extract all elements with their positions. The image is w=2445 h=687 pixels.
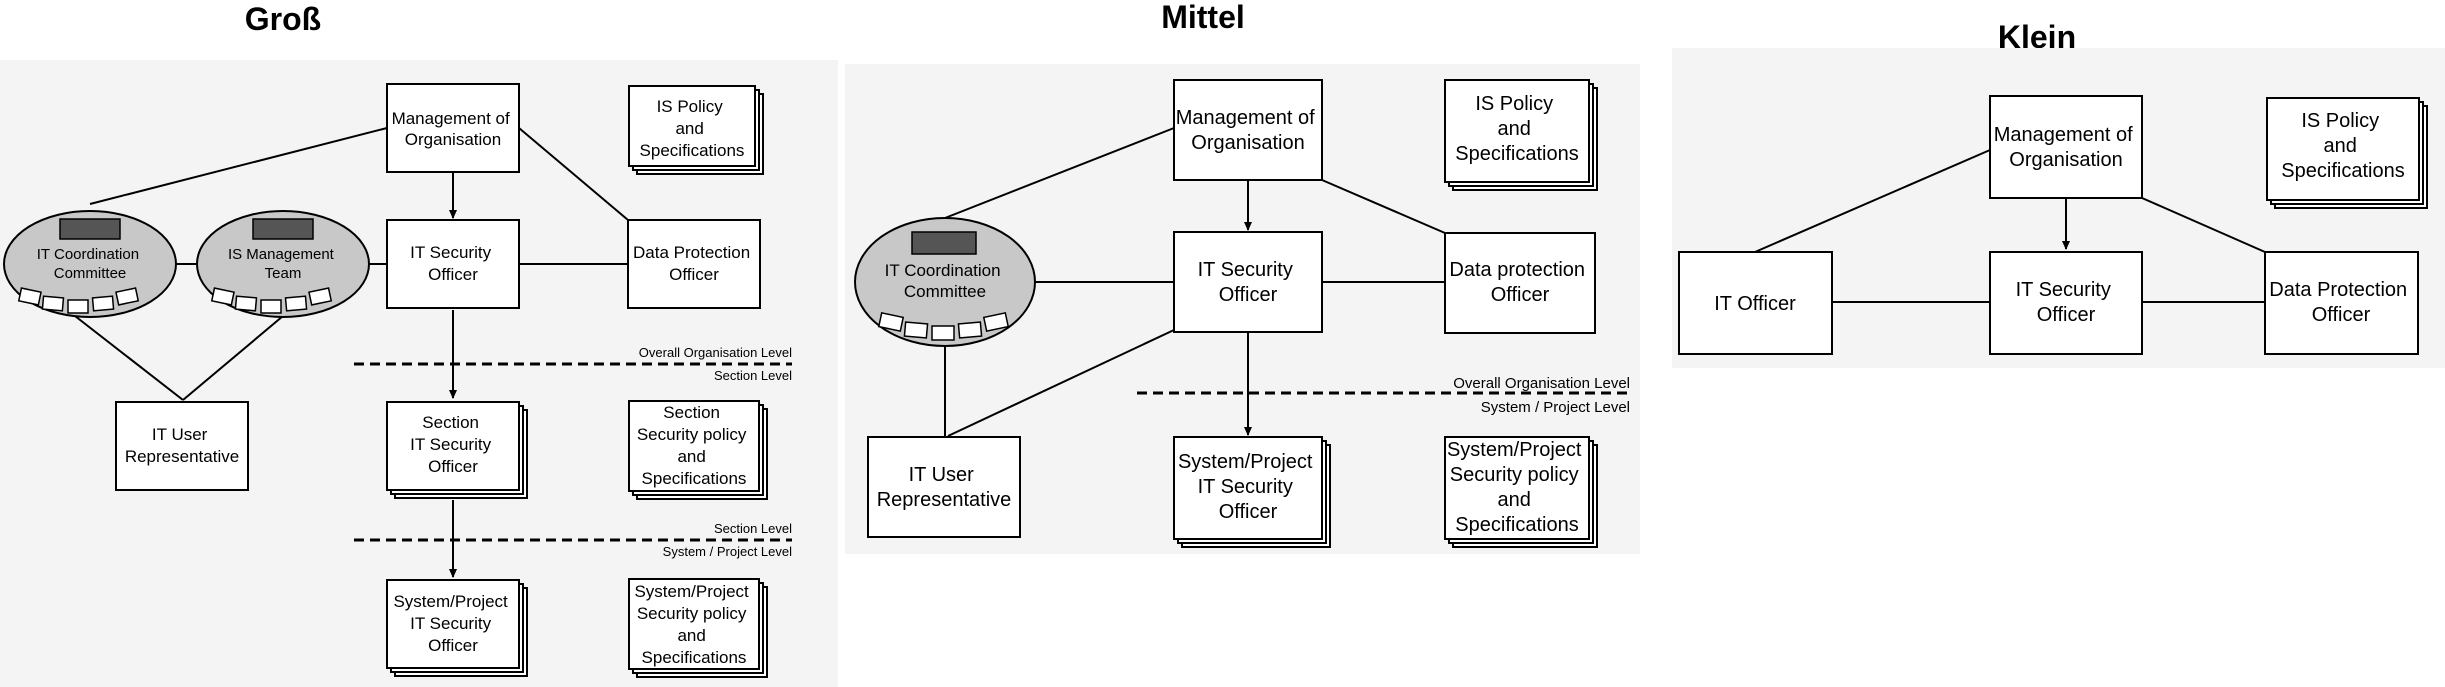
it-security-officer-box bbox=[386, 219, 520, 309]
it-user-representative-label: IT User Representative bbox=[877, 464, 1012, 511]
it-security-officer-box bbox=[1173, 231, 1323, 333]
svg-text:IT Coordination Commit: IT Coordination Committee bbox=[885, 261, 1006, 301]
it-officer-box bbox=[1678, 251, 1833, 355]
system-project-it-security-officer: System/Project IT Security Officer bbox=[1173, 436, 1331, 548]
data-protection-officer-label: Data Protection Officer bbox=[633, 243, 755, 284]
it-security-officer-label: IT Security Officer bbox=[2016, 279, 2117, 326]
svg-text:IS Policy and: IS Policy and Specifications bbox=[640, 97, 745, 160]
management-box bbox=[1173, 79, 1323, 181]
svg-text:System/Project Securit: System/Project Security policy and Speci… bbox=[634, 582, 753, 667]
level-overall-organisation: Overall Organisation Level bbox=[639, 345, 792, 360]
is-policy-doc: IS Policy and Specifications bbox=[1444, 79, 1598, 191]
svg-text:System/Project IT Secu: System/Project IT Security Officer bbox=[393, 592, 512, 655]
data-protection-officer-box bbox=[2264, 251, 2419, 355]
it-user-representative-label: IT User Representative bbox=[125, 425, 239, 466]
diagram-gross: Management of Organisation IS Policy and… bbox=[3, 83, 792, 678]
it-officer-label: IT Officer bbox=[1714, 293, 1796, 315]
management-label: Management of Organisation bbox=[1994, 124, 2139, 171]
diagram-klein: Management of Organisation IS Policy and… bbox=[1678, 95, 2428, 355]
is-management-team: IS Management Team bbox=[196, 210, 370, 318]
it-coordination-committee: IT Coordination Committee bbox=[854, 217, 1036, 347]
svg-text:IS Policy and: IS Policy and Specifications bbox=[2281, 110, 2404, 182]
management-box bbox=[1989, 95, 2143, 199]
management-label: Management of Organisation bbox=[1176, 107, 1321, 154]
svg-text:IS Policy and: IS Policy and Specifications bbox=[1455, 93, 1578, 165]
management-label: Management of Organisation bbox=[392, 109, 515, 149]
it-security-officer-label: IT Security Officer bbox=[410, 243, 496, 284]
section-it-security-officer: Section IT Security Officer bbox=[386, 401, 528, 499]
system-project-it-security-officer: System/Project IT Security Officer bbox=[386, 579, 528, 677]
level-overall-organisation: Overall Organisation Level bbox=[1453, 375, 1630, 392]
svg-text:System/Project Securit: System/Project Security policy and Speci… bbox=[1447, 439, 1587, 536]
it-user-representative-box bbox=[867, 436, 1021, 538]
data-protection-officer-label: Data Protection Officer bbox=[2269, 279, 2412, 326]
svg-text:System/Project IT Secu: System/Project IT Security Officer bbox=[1178, 451, 1318, 523]
level-section-2: Section Level bbox=[714, 521, 792, 536]
is-policy-doc: IS Policy and Specifications bbox=[2266, 97, 2428, 209]
it-security-officer-label: IT Security Officer bbox=[1198, 259, 1299, 306]
it-user-representative-box bbox=[115, 401, 249, 491]
svg-text:Section IT Security: Section IT Security Officer bbox=[410, 413, 496, 476]
svg-text:IT Coordination Commit: IT Coordination Committee bbox=[37, 246, 143, 282]
diagram-mittel: Management of Organisation IS Policy and… bbox=[854, 79, 1632, 548]
title-mittel: Mittel bbox=[1161, 0, 1245, 35]
is-policy-doc: IS Policy and Specifications bbox=[628, 85, 764, 175]
data-protection-officer-box bbox=[627, 219, 761, 309]
section-security-policy-doc: Section Security policy and Specificatio… bbox=[628, 400, 768, 500]
data-protection-officer-box bbox=[1444, 232, 1596, 334]
level-section: Section Level bbox=[714, 368, 792, 383]
system-project-security-policy-doc: System/Project Security policy and Speci… bbox=[628, 578, 768, 678]
level-system-project: System / Project Level bbox=[663, 544, 792, 559]
svg-text:Section Security polic: Section Security policy and Specificatio… bbox=[637, 403, 751, 488]
it-coordination-committee: IT Coordination Committee bbox=[3, 210, 177, 318]
management-box bbox=[386, 83, 520, 173]
title-gross: Groß bbox=[245, 1, 321, 37]
system-project-security-policy-doc: System/Project Security policy and Speci… bbox=[1444, 436, 1598, 548]
svg-text:IS Management Team: IS Management Team bbox=[228, 246, 338, 282]
it-security-officer-box bbox=[1989, 251, 2143, 355]
level-system-project: System / Project Level bbox=[1481, 399, 1630, 416]
data-protection-officer-label: Data protection Officer bbox=[1449, 259, 1590, 306]
